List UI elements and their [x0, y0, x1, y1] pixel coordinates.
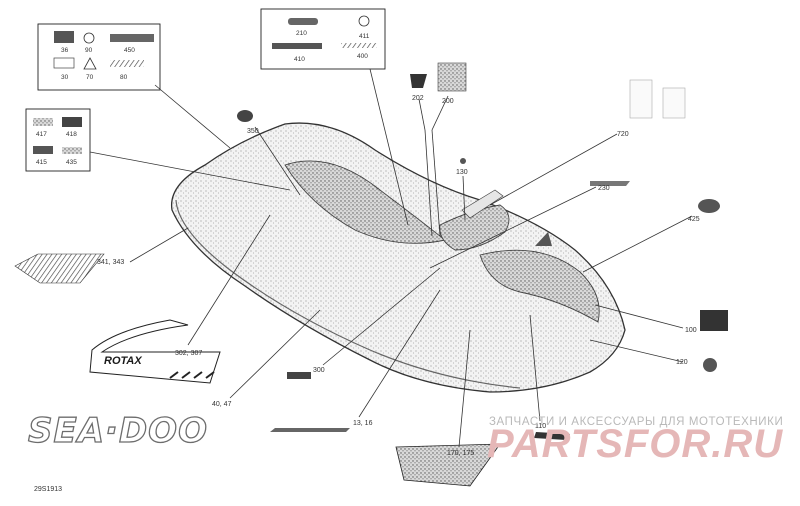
callout-100: 100	[685, 327, 697, 334]
decal-170	[395, 443, 501, 487]
decal-230	[590, 181, 630, 186]
hull-edge	[175, 199, 521, 389]
decal-30	[53, 57, 75, 69]
decal-120	[703, 358, 717, 372]
callout-425: 425	[688, 216, 700, 223]
watermark-logo: PARTSFOR.RU	[487, 422, 783, 466]
callout-350: 350	[247, 128, 259, 135]
decal-210	[288, 18, 318, 25]
decal-720a	[629, 79, 653, 119]
label-210: 210	[296, 30, 307, 37]
callout-130: 130	[456, 169, 468, 176]
front-deck	[479, 249, 600, 323]
decal-box-left: 417 418 415 435	[25, 108, 91, 172]
figure-id: 29S1913	[34, 486, 62, 493]
decal-70	[83, 57, 97, 70]
decal-720b	[662, 87, 686, 119]
decal-415	[33, 146, 53, 154]
decal-350	[237, 110, 253, 122]
decal-1316	[270, 428, 350, 432]
callout-200: 200	[442, 98, 454, 105]
decal-110	[534, 432, 570, 440]
decal-302	[89, 319, 221, 384]
rotax-text: ROTAX	[104, 355, 142, 367]
label-450: 450	[124, 47, 135, 54]
decal-400	[341, 43, 377, 48]
decal-202	[410, 74, 427, 88]
label-410: 410	[294, 56, 305, 63]
callout-230: 230	[598, 185, 610, 192]
decal-box-top-left: 36 90 450 30 70 80	[37, 23, 161, 91]
callout-13-16: 13, 16	[353, 420, 373, 427]
decal-450	[110, 34, 154, 42]
decal-200	[437, 62, 467, 92]
label-400: 400	[357, 53, 368, 60]
decal-100	[700, 310, 728, 331]
callout-300: 300	[313, 367, 325, 374]
decal-300	[287, 372, 311, 379]
callout-720: 720	[617, 131, 629, 138]
callout-labels: 202 200 350 130 720 230 425 341, 343 302…	[34, 95, 700, 493]
hull-body	[170, 122, 626, 393]
label-411: 411	[359, 33, 370, 40]
leader-lines	[89, 68, 693, 448]
watermark: ЗАПЧАСТИ И АКСЕССУАРЫ ДЛЯ МОТОТЕХНИКИ PA…	[487, 416, 783, 466]
mirror	[535, 232, 552, 246]
label-36: 36	[61, 47, 69, 54]
decal-box-top-center: 210 411 410 400	[260, 8, 386, 70]
callout-202: 202	[412, 95, 424, 102]
callout-110: 110	[535, 423, 546, 430]
sea-doo-logo: SEA·DOO	[28, 411, 208, 451]
watercraft-hull	[170, 122, 626, 393]
decal-411	[358, 15, 370, 27]
callout-302-307: 302, 307	[175, 350, 202, 357]
label-435: 435	[66, 159, 77, 166]
label-417: 417	[36, 131, 47, 138]
decal-417	[33, 118, 53, 126]
label-80: 80	[120, 74, 128, 81]
decal-425	[698, 199, 720, 213]
watermark-tagline: ЗАПЧАСТИ И АКСЕССУАРЫ ДЛЯ МОТОТЕХНИКИ	[489, 416, 783, 428]
label-418: 418	[66, 131, 77, 138]
decal-90	[83, 32, 95, 44]
label-30: 30	[61, 74, 69, 81]
callout-40-47: 40, 47	[212, 401, 232, 408]
label-415: 415	[36, 159, 47, 166]
decal-435	[62, 147, 82, 154]
decal-410	[272, 43, 322, 49]
decal-418	[62, 117, 82, 127]
decal-80	[110, 60, 144, 67]
label-70: 70	[86, 74, 94, 81]
decal-341	[14, 253, 105, 284]
handlebar-grip	[461, 189, 504, 219]
label-90: 90	[85, 47, 93, 54]
decal-130	[460, 158, 466, 164]
decal-36	[54, 31, 74, 43]
callout-120: 120	[676, 359, 688, 366]
rotax-stripes	[169, 371, 215, 379]
callout-170-175: 170, 175	[447, 450, 474, 457]
callout-341-343: 341, 343	[97, 259, 124, 266]
